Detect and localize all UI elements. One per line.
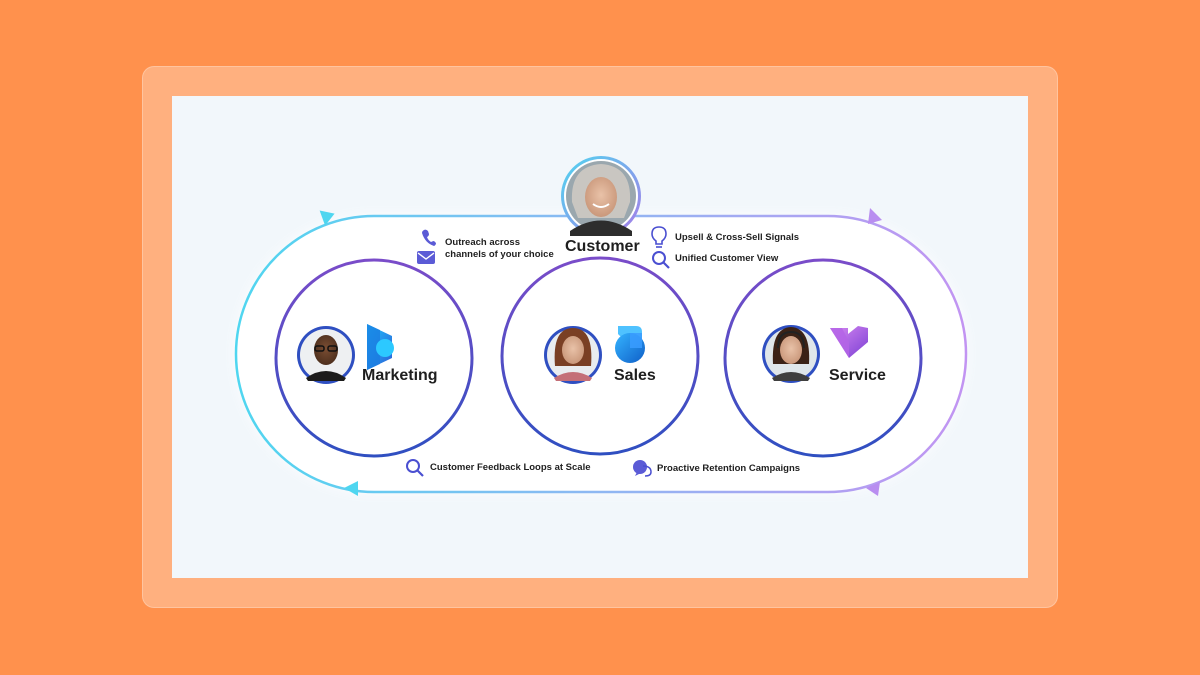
chat-icon bbox=[633, 460, 652, 477]
service-label: Service bbox=[829, 367, 886, 384]
lightbulb-icon bbox=[651, 226, 667, 248]
upsell-note: Upsell & Cross-Sell Signals bbox=[675, 232, 800, 243]
marketing-avatar bbox=[297, 326, 355, 384]
arrow-top-left bbox=[319, 210, 335, 226]
customer-avatar bbox=[561, 156, 641, 236]
outreach-note-line2: channels of your choice bbox=[445, 249, 554, 260]
sales-app-icon bbox=[615, 326, 645, 363]
loop-diagram bbox=[234, 156, 968, 496]
marketing-label: Marketing bbox=[362, 367, 438, 384]
retention-note: Proactive Retention Campaigns bbox=[657, 463, 801, 474]
feedback-note: Customer Feedback Loops at Scale bbox=[430, 462, 591, 473]
arrow-top-right bbox=[868, 208, 882, 224]
search-icon bbox=[652, 251, 670, 269]
sales-avatar bbox=[544, 326, 602, 384]
marketing-app-icon bbox=[367, 324, 394, 370]
service-avatar bbox=[762, 325, 820, 383]
customer-label: Customer bbox=[565, 238, 640, 255]
outreach-note-line1: Outreach across bbox=[445, 237, 520, 248]
service-ring bbox=[723, 258, 923, 458]
arrow-bottom-right bbox=[866, 482, 880, 496]
sales-label: Sales bbox=[614, 367, 656, 384]
service-app-icon bbox=[830, 326, 868, 358]
mail-icon bbox=[417, 251, 435, 264]
diagram-canvas: Customer Marketing Sales Service Outreac… bbox=[172, 96, 1028, 578]
unified-note: Unified Customer View bbox=[675, 253, 779, 264]
arrow-bottom-left bbox=[344, 481, 358, 496]
phone-icon bbox=[422, 229, 436, 246]
search-icon bbox=[406, 459, 424, 477]
